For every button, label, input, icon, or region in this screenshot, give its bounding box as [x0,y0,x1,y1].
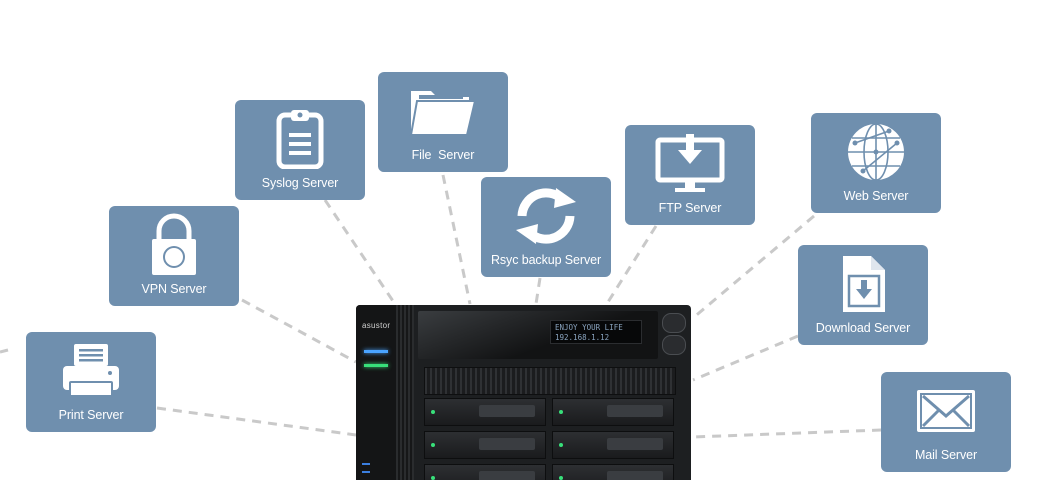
sync-arrows-icon [481,185,611,247]
drive-led [559,410,563,414]
drive-bay[interactable] [552,464,674,480]
drive-bay[interactable] [424,398,546,426]
connector-download [692,334,799,382]
ftp-server-label: FTP Server [658,201,722,215]
clipboard-icon [235,108,365,170]
drive-handle[interactable] [607,438,663,450]
folder-icon [378,80,508,142]
drive-bay[interactable] [424,464,546,480]
download-server-tile[interactable]: Download Server [798,245,928,345]
drive-led [431,476,435,480]
connector-syslog [323,199,397,305]
drive-led [431,410,435,414]
lcd-line-2: 192.168.1.12 [555,333,610,342]
drive-bay[interactable] [424,431,546,459]
drive-led [559,476,563,480]
vpn-server-tile[interactable]: VPN Server [109,206,239,306]
lcd-up-button[interactable] [662,313,686,333]
status-led [364,364,388,367]
drive-handle[interactable] [607,405,663,417]
nas-vent [424,367,676,395]
download-server-label: Download Server [815,321,911,335]
web-server-tile[interactable]: Web Server [811,113,941,213]
mail-server-label: Mail Server [914,448,978,462]
drive-led [431,443,435,447]
lock-icon [109,213,239,276]
connector-vpn [241,298,357,364]
drive-handle[interactable] [479,471,535,480]
print-server-tile[interactable]: Print Server [26,332,156,432]
connector-mail [692,428,882,439]
file-download-icon [798,253,928,315]
drive-led [559,443,563,447]
syslog-server-label: Syslog Server [261,176,339,190]
activity-led [362,471,370,473]
connector-print [156,406,357,437]
file-server-tile[interactable]: File Server [378,72,508,172]
drive-bay[interactable] [552,431,674,459]
nas-grille [396,305,414,480]
ftp-server-tile[interactable]: FTP Server [625,125,755,225]
file-server-label: File Server [411,148,475,162]
print-server-label: Print Server [58,408,124,422]
rsync-backup-server-tile[interactable]: Rsyc backup Server [481,177,611,277]
vpn-server-label: VPN Server [141,282,207,296]
drive-bay[interactable] [552,398,674,426]
monitor-download-icon [625,133,755,195]
connector-rsync [534,277,542,305]
mail-server-tile[interactable]: Mail Server [881,372,1011,472]
syslog-server-tile[interactable]: Syslog Server [235,100,365,200]
power-led [364,350,388,353]
rsync-backup-server-label: Rsyc backup Server [490,253,602,267]
drive-handle[interactable] [479,405,535,417]
nas-side-panel: asustor [356,305,396,480]
nas-brand-logo: asustor [362,321,391,330]
connector-left-edge [0,348,9,354]
drive-handle[interactable] [479,438,535,450]
lcd-display: ENJOY YOUR LIFE 192.168.1.12 [550,320,642,344]
connector-file [441,174,472,305]
connector-web [692,214,815,320]
envelope-icon [881,380,1011,442]
nas-device: asustor ENJOY YOUR LIFE 192.168.1.12 [356,305,691,480]
printer-icon [26,340,156,402]
lcd-down-button[interactable] [662,335,686,355]
globe-icon [811,121,941,183]
drive-handle[interactable] [607,471,663,480]
web-server-label: Web Server [843,189,909,203]
activity-led [362,463,370,465]
connector-ftp [606,225,658,303]
lcd-line-1: ENJOY YOUR LIFE [555,323,623,332]
